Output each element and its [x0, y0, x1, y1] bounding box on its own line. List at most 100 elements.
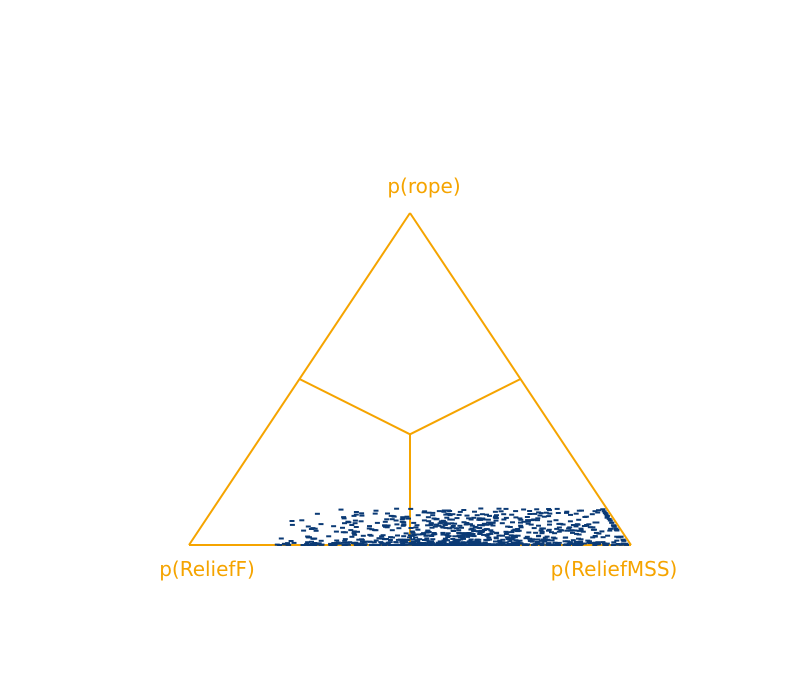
sample-point — [446, 535, 452, 538]
sample-point — [463, 523, 469, 526]
sample-point — [443, 526, 449, 529]
sample-point — [387, 539, 393, 541]
sample-point — [394, 507, 400, 510]
sample-point — [448, 541, 454, 544]
sample-point — [404, 515, 410, 518]
sample-point — [382, 520, 388, 523]
sample-point — [341, 517, 347, 520]
sample-point — [426, 531, 432, 533]
sample-point — [342, 531, 348, 534]
sample-point — [528, 523, 534, 526]
sample-point — [436, 524, 442, 527]
sample-point — [503, 507, 509, 510]
sample-point — [461, 543, 467, 546]
sample-point — [534, 508, 540, 511]
sample-point — [499, 543, 505, 546]
sample-point — [509, 513, 515, 516]
sample-point — [442, 537, 448, 540]
sample-point — [475, 530, 481, 533]
sample-point — [456, 532, 462, 535]
sample-point — [304, 543, 309, 546]
sample-point — [603, 513, 609, 516]
sample-point — [456, 529, 462, 532]
sample-point — [574, 544, 580, 546]
sample-point — [334, 539, 340, 542]
sample-point — [456, 535, 462, 537]
sample-point — [374, 521, 380, 524]
sample-point — [513, 544, 519, 546]
sample-point — [507, 540, 513, 543]
sample-point — [606, 517, 612, 520]
sample-point — [493, 515, 499, 518]
sample-point — [476, 517, 482, 520]
sample-point — [491, 543, 496, 546]
sample-point — [480, 530, 486, 533]
sample-point — [403, 541, 409, 544]
sample-point — [359, 512, 365, 515]
sample-point — [572, 529, 578, 532]
sample-point — [457, 524, 463, 527]
sample-point — [468, 532, 474, 535]
sample-point — [564, 511, 569, 514]
sample-point — [413, 526, 419, 529]
sample-point — [437, 522, 443, 525]
sample-point — [481, 518, 487, 521]
sample-point — [576, 537, 581, 540]
sample-point — [415, 528, 421, 531]
sample-point — [567, 526, 573, 529]
sample-point — [596, 509, 601, 512]
sample-point — [541, 515, 547, 518]
sample-point — [408, 527, 414, 529]
sample-point — [523, 537, 529, 540]
sample-point — [414, 544, 420, 546]
sample-point — [388, 514, 394, 517]
sample-point — [568, 513, 573, 516]
sample-point — [286, 543, 292, 546]
sample-point — [379, 537, 385, 540]
sample-point — [521, 543, 527, 546]
sample-point — [470, 534, 476, 537]
sample-point — [407, 536, 412, 539]
sample-point — [488, 532, 494, 535]
sample-point — [314, 512, 320, 515]
sample-point — [367, 540, 373, 543]
sample-point — [428, 524, 434, 526]
sample-point — [463, 541, 469, 544]
sample-point — [592, 510, 598, 513]
sample-point — [476, 538, 482, 541]
sample-point — [438, 542, 444, 544]
sample-point — [539, 544, 545, 546]
sample-point — [513, 539, 519, 542]
sample-point — [452, 522, 458, 525]
sample-point — [319, 543, 325, 546]
sample-point — [373, 544, 379, 546]
sample-point — [487, 514, 492, 517]
sample-point — [420, 533, 426, 536]
sample-point — [530, 538, 535, 541]
sample-point — [600, 508, 606, 511]
sample-point — [530, 543, 536, 546]
sample-point — [442, 521, 448, 524]
sample-point — [289, 523, 295, 526]
sample-point — [607, 519, 613, 522]
sample-point — [614, 539, 620, 542]
sample-point — [513, 510, 519, 513]
label-right: p(ReliefMSS) — [551, 557, 678, 581]
sample-point — [349, 524, 355, 526]
sample-point — [616, 536, 622, 539]
sample-point — [466, 517, 472, 520]
sample-point — [457, 510, 463, 513]
sample-point — [590, 526, 596, 529]
sample-point — [531, 527, 537, 530]
sample-point — [426, 511, 432, 514]
sample-point — [362, 543, 368, 546]
sample-point — [579, 509, 584, 512]
sample-point — [584, 524, 590, 527]
sample-point — [411, 521, 417, 524]
sample-point — [445, 532, 451, 535]
sample-point — [486, 521, 492, 524]
sample-point — [332, 543, 338, 546]
sample-point — [587, 526, 593, 529]
sample-point — [503, 533, 509, 535]
sample-point — [510, 541, 516, 544]
